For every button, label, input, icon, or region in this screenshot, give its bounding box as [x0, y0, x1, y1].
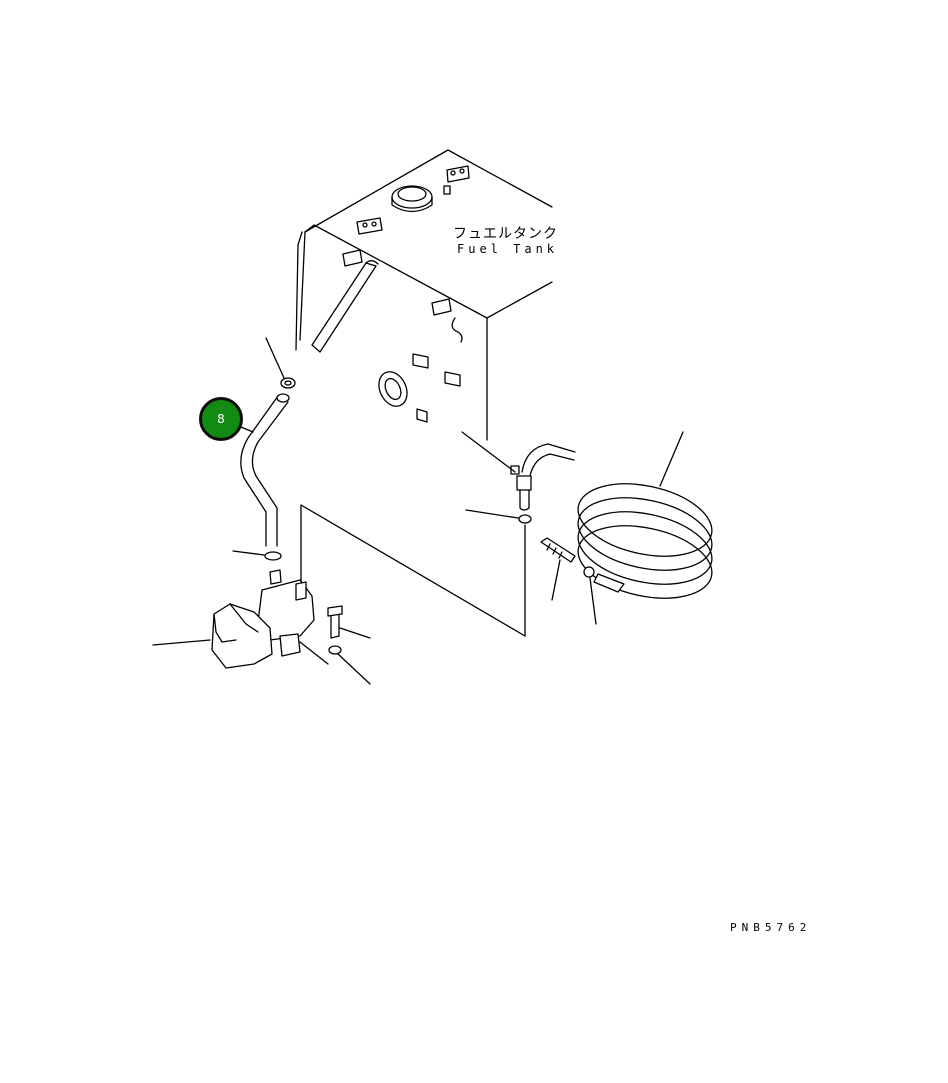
fuel-tank-label-jp: フュエルタンク: [453, 226, 558, 242]
part-callout-8[interactable]: 8: [199, 397, 243, 441]
return-pipe: [311, 260, 379, 353]
fuel-tank: [295, 149, 553, 637]
drain-hose: [510, 443, 713, 599]
suction-hose: [240, 377, 296, 547]
fuel-pump: [211, 551, 343, 669]
leader-lines: [152, 337, 684, 685]
fuel-tank-label-en: Fuel Tank: [457, 242, 559, 256]
drawing-number: PNB5762: [730, 921, 812, 934]
part-callout-8-number: 8: [217, 412, 225, 426]
